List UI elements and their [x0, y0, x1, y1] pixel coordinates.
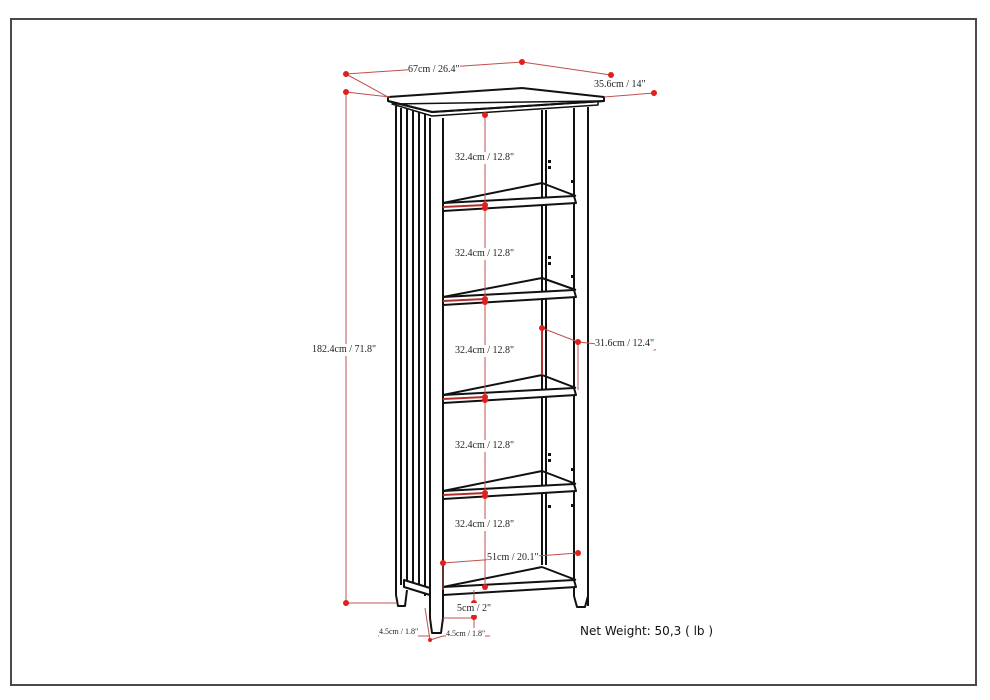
leg-front-dimension: 4.5cm / 1.8": [446, 629, 486, 639]
depth-dimension: 35.6cm / 14": [594, 79, 646, 91]
shelf-gap-1: 32.4cm / 12.8": [455, 152, 515, 164]
leg-side-dimension: 4.5cm / 1.8": [379, 627, 419, 637]
drawing-frame: [10, 18, 977, 686]
net-weight: Net Weight: 50,3 ( lb ): [580, 624, 714, 638]
shelf-gap-2: 32.4cm / 12.8": [455, 248, 515, 260]
shelf-gap-5: 32.4cm / 12.8": [455, 519, 515, 531]
shelves: [442, 182, 577, 596]
bookcase-outline: [387, 87, 605, 634]
shelf-depth-dimension: 31.6cm / 12.4": [595, 338, 655, 350]
shelf-gap-4: 32.4cm / 12.8": [455, 440, 515, 452]
height-dimension: 182.4cm / 71.8": [312, 344, 377, 356]
inner-width-dimension: 51cm / 20.1": [487, 552, 539, 564]
bottom-clearance-dimension: 5cm / 2": [457, 603, 492, 615]
width-dimension: 67cm / 26.4": [408, 64, 460, 76]
shelf-gap-3: 32.4cm / 12.8": [455, 345, 515, 357]
dimension-dots: [343, 59, 657, 642]
